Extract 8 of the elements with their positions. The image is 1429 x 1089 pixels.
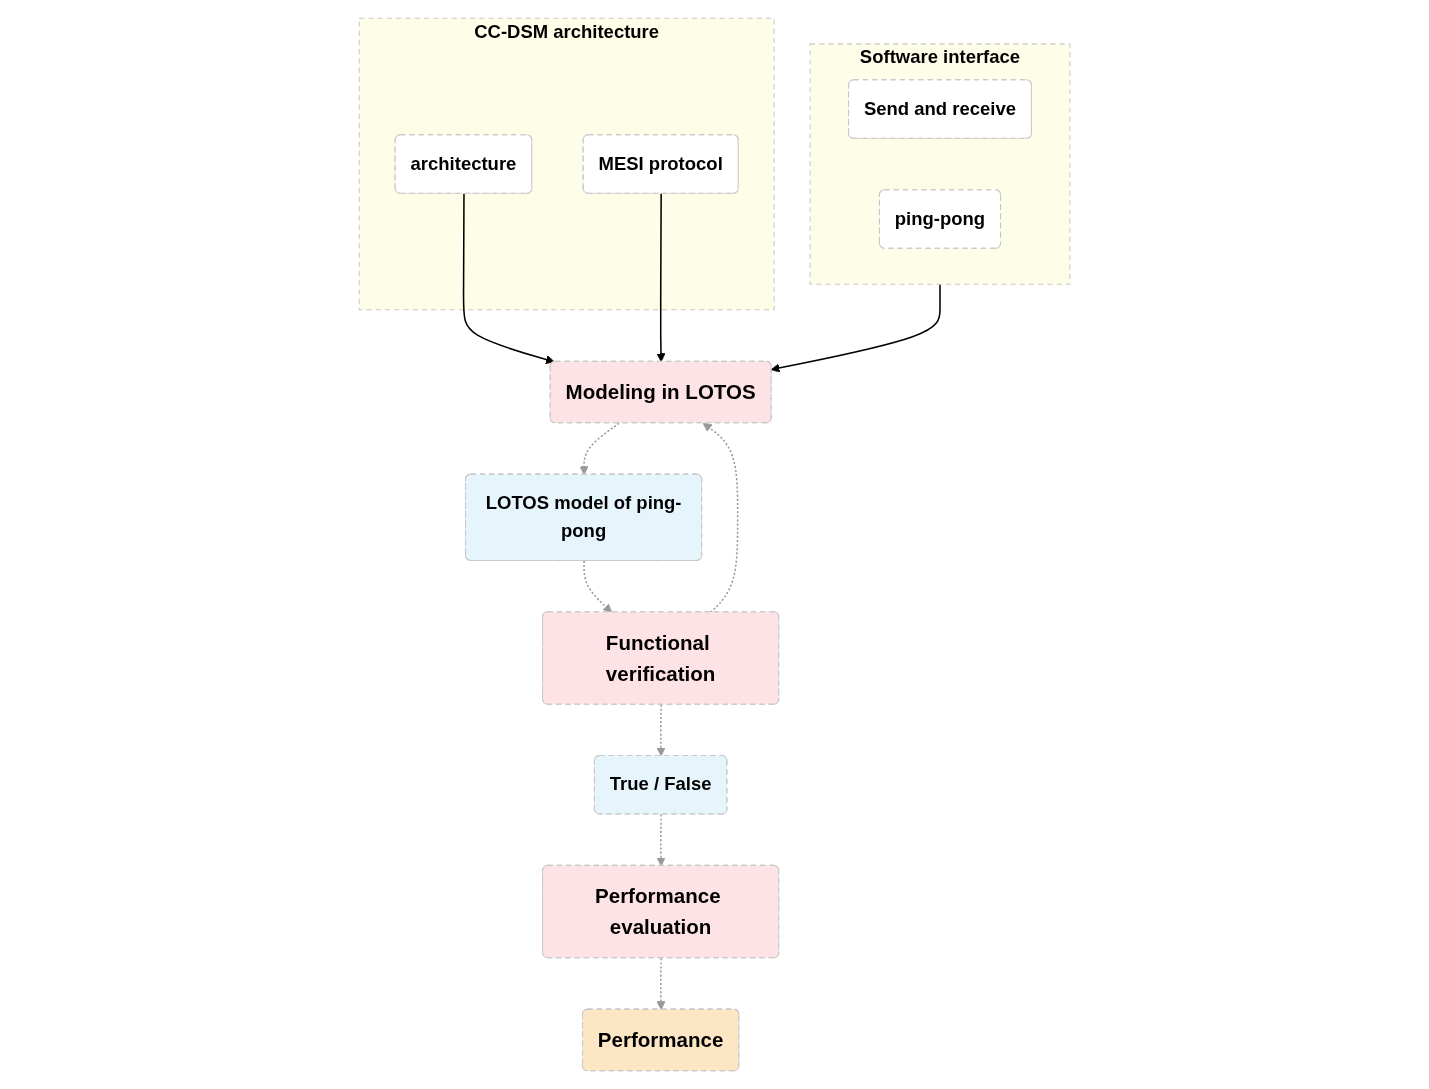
arrow — [583, 560, 612, 613]
arrow — [656, 813, 666, 867]
arrow — [656, 193, 666, 363]
arrow — [770, 283, 941, 373]
arrow — [656, 957, 666, 1011]
arrow — [579, 422, 620, 476]
arrow — [462, 193, 555, 364]
arrow — [656, 703, 666, 757]
